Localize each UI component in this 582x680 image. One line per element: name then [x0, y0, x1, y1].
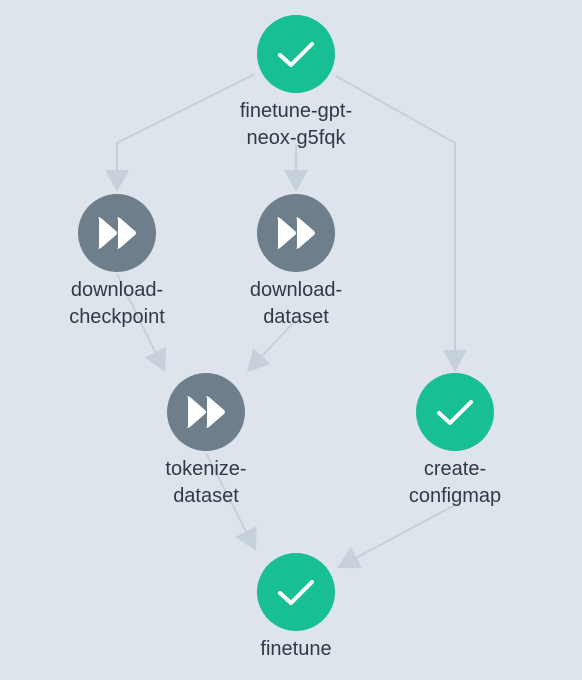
- node-download-dataset[interactable]: download-dataset: [250, 194, 342, 328]
- node-label-line: create-: [424, 458, 486, 480]
- edge-root-to-download-dataset: [284, 145, 308, 192]
- edge-root-to-download-checkpoint: [105, 73, 256, 192]
- edge-line: [335, 75, 456, 350]
- check-icon: [437, 400, 473, 425]
- edge-line: [355, 504, 456, 559]
- edge-line: [116, 73, 256, 170]
- edge-arrowhead: [247, 347, 271, 372]
- node-label-line: neox-g5fqk: [247, 127, 347, 149]
- node-finetune[interactable]: finetune: [257, 553, 335, 660]
- node-label-line: dataset: [263, 306, 329, 328]
- node-status-circle[interactable]: [257, 15, 335, 93]
- nodes-layer: finetune-gpt-neox-g5fqk download-checkpoi…: [69, 15, 501, 660]
- edge-arrowhead: [284, 170, 308, 192]
- edge-arrowhead: [443, 350, 467, 372]
- node-label: finetune-gpt-neox-g5fqk: [240, 100, 352, 149]
- node-label-line: tokenize-: [165, 458, 246, 480]
- check-icon: [278, 580, 314, 605]
- edge-line: [261, 319, 297, 357]
- edge-arrowhead: [105, 170, 129, 192]
- node-label: create-configmap: [409, 458, 501, 507]
- fast-forward-icon: [98, 217, 136, 249]
- node-label-line: download-: [250, 279, 342, 301]
- edge-tokenize-dataset-to-finetune: [205, 452, 257, 551]
- node-label-line: dataset: [173, 485, 239, 507]
- node-label-line: checkpoint: [69, 306, 165, 328]
- node-label-line: finetune: [260, 638, 331, 660]
- node-label-line: download-: [71, 279, 163, 301]
- edge-arrowhead: [235, 525, 257, 551]
- edge-download-dataset-to-tokenize-dataset: [247, 319, 297, 372]
- edge-arrowhead: [144, 346, 167, 372]
- check-icon: [278, 42, 314, 67]
- node-status-circle[interactable]: [257, 553, 335, 631]
- node-label: download-dataset: [250, 279, 342, 328]
- node-create-configmap[interactable]: create-configmap: [409, 373, 501, 507]
- node-label: download-checkpoint: [69, 279, 165, 328]
- edge-arrowhead: [337, 547, 363, 569]
- edges-layer: [105, 73, 467, 569]
- node-label: finetune: [260, 638, 331, 660]
- edge-line: [205, 452, 247, 532]
- fast-forward-icon: [277, 217, 315, 249]
- node-root[interactable]: finetune-gpt-neox-g5fqk: [240, 15, 352, 149]
- node-label: tokenize-dataset: [165, 458, 246, 507]
- node-download-checkpoint[interactable]: download-checkpoint: [69, 194, 165, 328]
- node-tokenize-dataset[interactable]: tokenize-dataset: [165, 373, 247, 507]
- edge-root-to-create-configmap: [335, 75, 467, 372]
- node-label-line: finetune-gpt-: [240, 100, 352, 122]
- edge-create-configmap-to-finetune: [337, 504, 456, 569]
- node-label-line: configmap: [409, 485, 501, 507]
- edge-download-checkpoint-to-tokenize-dataset: [116, 273, 167, 372]
- fast-forward-icon: [187, 396, 225, 428]
- node-status-circle[interactable]: [416, 373, 494, 451]
- edge-line: [116, 273, 157, 353]
